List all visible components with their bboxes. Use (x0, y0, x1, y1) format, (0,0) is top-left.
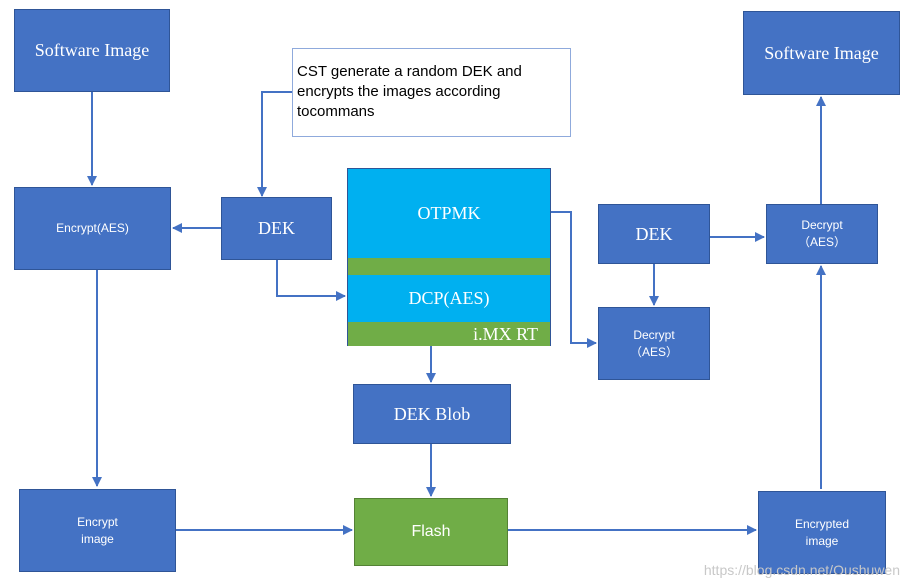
encrypted-image-line2: image (805, 533, 839, 548)
flash-box: Flash (354, 498, 508, 566)
encrypt-image-box: Encrypt image (19, 489, 176, 572)
decrypt-top-line1: Decrypt (801, 218, 843, 232)
arrow-callout-to-dek (257, 91, 292, 197)
decrypt-mid-line2: （AES） (629, 344, 678, 359)
imx-rt-chip: OTPMK DCP(AES) i.MX RT (347, 168, 551, 346)
software-image-right: Software Image (743, 11, 900, 95)
encrypt-image-line2: image (81, 531, 114, 546)
imx-rt-layer: i.MX RT (348, 322, 550, 346)
software-image-left: Software Image (14, 9, 170, 92)
otpmk-layer: OTPMK (348, 169, 550, 258)
decrypt-top-line2: （AES） (797, 235, 846, 249)
decrypt-mid-box: Decrypt （AES） (598, 307, 710, 380)
encrypted-image-line1: Encrypted (794, 516, 850, 531)
cst-callout: CST generate a random DEK and encrypts t… (292, 48, 571, 137)
encrypt-image-line1: Encrypt (77, 514, 118, 529)
dek-right-box: DEK (598, 204, 710, 264)
watermark-text: https://blog.csdn.net/Oushuwen (703, 562, 900, 578)
encrypted-image-box: Encrypted image (758, 491, 886, 574)
arrow-dek-to-dcp (276, 260, 346, 301)
decrypt-top-box: Decrypt （AES） (766, 204, 878, 264)
dek-blob-box: DEK Blob (353, 384, 511, 444)
dcp-aes-layer: DCP(AES) (348, 275, 550, 322)
chip-green-band (348, 258, 550, 275)
decrypt-mid-line1: Decrypt (633, 327, 675, 342)
encrypt-aes-box: Encrypt(AES) (14, 187, 171, 270)
dek-left-box: DEK (221, 197, 332, 260)
arrow-otpmk-to-decrypt-mid (551, 211, 597, 348)
